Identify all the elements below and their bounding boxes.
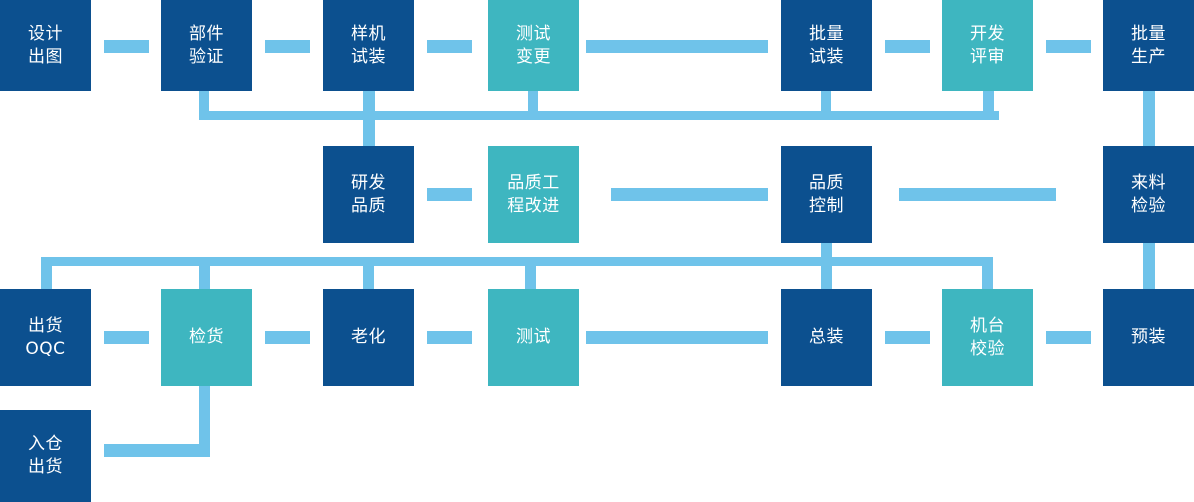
stub-review-down (983, 91, 994, 120)
process-node-label: 设计 出图 (28, 23, 63, 67)
process-node-label: 总装 (809, 327, 844, 348)
process-node-n1[interactable]: 设计 出图 (0, 0, 91, 91)
stub-testchange-down (528, 91, 538, 120)
process-node-n18[interactable]: 预装 (1103, 289, 1194, 386)
connector-qualityeng-to-qualityctrl (611, 188, 768, 201)
connector-rdquality-to-qualityeng (427, 188, 472, 201)
connector-incoming-to-preassembly (1143, 240, 1155, 293)
stub-inspection-down-vertical (199, 386, 210, 456)
process-node-label: 批量 生产 (1131, 23, 1166, 67)
process-node-n11[interactable]: 来料 检验 (1103, 146, 1194, 243)
connector-design-to-parts (104, 40, 149, 53)
process-node-n7[interactable]: 批量 生产 (1103, 0, 1194, 91)
process-node-label: 入仓 出货 (28, 434, 63, 477)
connector-testchange-to-batchtrial (586, 40, 768, 53)
connector-oqc-to-inspection (104, 331, 149, 344)
process-node-n10[interactable]: 品质 控制 (781, 146, 872, 243)
process-node-n16[interactable]: 总装 (781, 289, 872, 386)
connector-parts-to-prototype (265, 40, 310, 53)
stub-calibration-up (982, 257, 993, 289)
process-node-label: 品质工 程改进 (507, 172, 560, 216)
connector-prototype-to-testchange (427, 40, 472, 53)
connector-inspection-to-warehouse (104, 444, 210, 457)
stub-test-up (525, 257, 536, 289)
process-node-label: 测试 变更 (516, 23, 551, 67)
process-node-label: 机台 校验 (970, 315, 1005, 359)
process-node-n3[interactable]: 样机 试装 (323, 0, 414, 91)
process-node-n5[interactable]: 批量 试装 (781, 0, 872, 91)
process-node-label: 预装 (1131, 327, 1166, 348)
connector-massproduction-to-incoming (1143, 91, 1155, 149)
connector-assembly-to-calibration (885, 331, 930, 344)
stub-prototype-down-to-rdquality (363, 91, 375, 151)
process-node-label: 检货 (189, 327, 224, 348)
process-node-label: 研发 品质 (351, 172, 386, 216)
process-node-n15[interactable]: 测试 (488, 289, 579, 386)
stub-batchtrial-down (821, 91, 831, 120)
process-node-n4[interactable]: 测试 变更 (488, 0, 579, 91)
connector-aging-to-test (427, 331, 472, 344)
stub-parts-down (199, 91, 209, 120)
process-node-label: 测试 (516, 327, 551, 348)
process-node-n2[interactable]: 部件 验证 (161, 0, 252, 91)
stub-oqc-up (41, 257, 52, 289)
process-node-n6[interactable]: 开发 评审 (942, 0, 1033, 91)
connector-qualityctrl-to-incoming (899, 188, 1056, 201)
stub-aging-up (363, 257, 374, 289)
connector-batchtrial-to-review (885, 40, 930, 53)
process-node-label: 部件 验证 (189, 23, 224, 67)
process-node-label: 开发 评审 (970, 23, 1005, 67)
connector-test-to-assembly (586, 331, 768, 344)
process-node-label: 出货 OQC (25, 315, 66, 359)
process-node-n17[interactable]: 机台 校验 (942, 289, 1033, 386)
connector-calibration-to-preassembly (1046, 331, 1091, 344)
process-node-n19[interactable]: 入仓 出货 (0, 410, 91, 502)
connector-review-to-massproduction (1046, 40, 1091, 53)
process-node-n14[interactable]: 老化 (323, 289, 414, 386)
bus-horizontal-row2-to-row3 (41, 257, 993, 266)
bus-horizontal-row1-to-row2 (199, 111, 999, 120)
process-node-label: 老化 (351, 327, 386, 348)
process-node-label: 品质 控制 (809, 172, 844, 216)
process-node-label: 来料 检验 (1131, 172, 1166, 216)
connector-inspection-to-aging (265, 331, 310, 344)
process-node-label: 批量 试装 (809, 23, 844, 67)
process-node-n12[interactable]: 出货 OQC (0, 289, 91, 386)
process-node-n9[interactable]: 品质工 程改进 (488, 146, 579, 243)
process-node-label: 样机 试装 (351, 23, 386, 67)
stub-inspection-up (199, 257, 210, 289)
process-node-n8[interactable]: 研发 品质 (323, 146, 414, 243)
stub-assembly-up-to-qualityctrl (821, 240, 832, 289)
process-node-n13[interactable]: 检货 (161, 289, 252, 386)
